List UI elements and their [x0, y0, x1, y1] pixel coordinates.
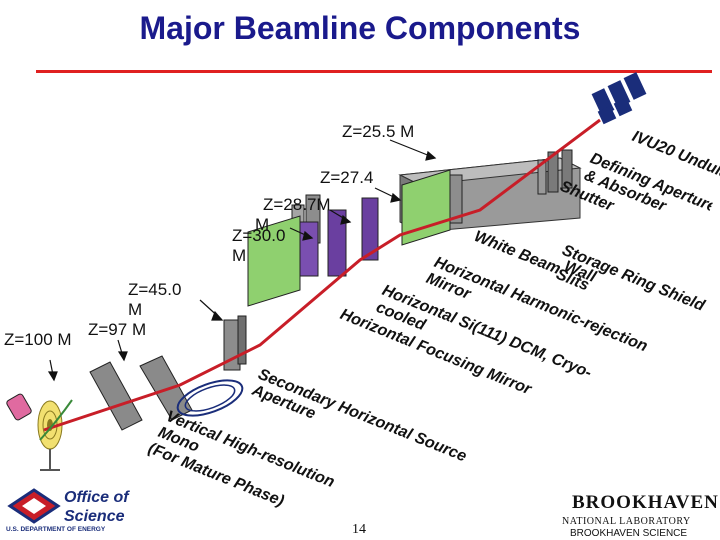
secondary-aperture-ring	[176, 379, 244, 417]
undulator-icon	[591, 72, 647, 125]
z-label-30: Z=30.0	[232, 226, 286, 245]
z-label-m: M	[232, 246, 247, 265]
slide-title: Major Beamline Components	[139, 10, 581, 46]
z-label-97: Z=97 M	[88, 320, 147, 339]
pointer-arrows	[47, 139, 437, 382]
purple-crystals	[299, 197, 379, 277]
shield-stand	[39, 399, 73, 441]
z-label-25: Z=25.5 M	[342, 122, 415, 141]
z-label-28: Z=28.7M	[263, 195, 331, 214]
shutter-plates	[537, 149, 573, 195]
z-label-45: Z=45.0	[128, 280, 182, 299]
bnl-logo: BROOKHAVEN NATIONAL LABORATORY BROOKHAVE…	[560, 490, 720, 540]
doe-title: Office of Science	[64, 489, 129, 525]
page-number: 14	[352, 522, 366, 537]
z-label-45-unit: M	[128, 300, 143, 319]
sample-target	[37, 400, 63, 471]
doe-subtitle: U.S. DEPARTMENT OF ENERGY	[6, 526, 106, 533]
doe-logo: Office of Science U.S. DEPARTMENT OF ENE…	[4, 486, 154, 538]
z-label-30-unit: M	[255, 215, 270, 234]
x-ray-beam	[43, 118, 601, 432]
bnl-science: BROOKHAVEN SCIENCE	[570, 528, 688, 539]
title-rule	[36, 70, 712, 73]
gray-slit-plates	[223, 174, 463, 371]
green-mirrors	[247, 169, 451, 307]
z-label-100: Z=100 M	[4, 330, 72, 349]
detector	[6, 393, 32, 421]
bnl-wordmark: BROOKHAVEN	[572, 492, 719, 513]
z-label-27: Z=27.4	[320, 168, 374, 187]
bnl-national-lab: NATIONAL LABORATORY	[562, 516, 691, 527]
doe-emblem-icon	[7, 488, 61, 524]
